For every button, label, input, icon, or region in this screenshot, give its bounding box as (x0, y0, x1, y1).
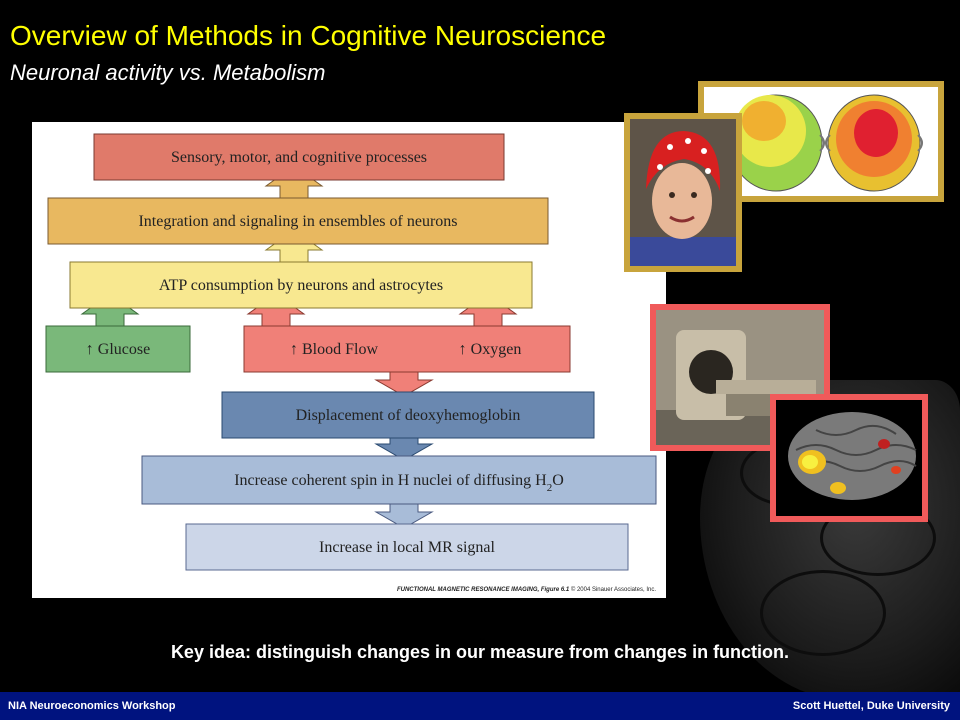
eeg-head-left (727, 94, 825, 192)
eeg-person-svg (630, 119, 736, 266)
brain-activation-image (770, 394, 928, 522)
mri-scanner-photo (650, 304, 830, 451)
box-sensory: Sensory, motor, and cognitive processes (93, 133, 505, 181)
box-glucose: ↑ Glucose (45, 325, 191, 373)
footer-left-text: NIA Neuroeconomics Workshop (8, 700, 176, 712)
flowchart-svg: Sensory, motor, and cognitive processes … (45, 133, 657, 571)
flowchart-figure: Sensory, motor, and cognitive processes … (32, 122, 666, 598)
slide-title: Overview of Methods in Cognitive Neurosc… (10, 20, 607, 51)
figure-caption: FUNCTIONAL MAGNETIC RESONANCE IMAGING, F… (397, 587, 656, 593)
footer-right-text: Scott Huettel, Duke University (792, 700, 950, 712)
brain-activation-svg (776, 400, 922, 516)
box-blood-flow-label: ↑ Blood Flow (290, 341, 378, 358)
box-deoxy: Displacement of deoxyhemoglobin (221, 391, 595, 439)
eeg-heads-svg (727, 94, 923, 192)
footer-bar: NIA Neuroeconomics Workshop Scott Huette… (0, 692, 960, 720)
box-glucose-label: ↑ Glucose (86, 341, 150, 358)
caption-book: FUNCTIONAL MAGNETIC RESONANCE IMAGING, F… (396, 587, 570, 593)
box-blood-oxygen: ↑ Blood Flow ↑ Oxygen (243, 325, 571, 373)
box-integration: Integration and signaling in ensembles o… (47, 197, 549, 245)
caption-copyright: © 2004 Sinauer Associates, Inc. (570, 587, 656, 593)
box-oxygen-label: ↑ Oxygen (459, 341, 522, 358)
box-sensory-label: Sensory, motor, and cognitive processes (171, 149, 427, 166)
eeg-head-right (825, 94, 923, 192)
box-spin-label: Increase coherent spin in H nuclei of di… (234, 472, 564, 494)
box-integration-label: Integration and signaling in ensembles o… (138, 213, 457, 230)
box-spin: Increase coherent spin in H nuclei of di… (141, 455, 657, 505)
box-atp-label: ATP consumption by neurons and astrocyte… (159, 277, 443, 294)
slide-subtitle: Neuronal activity vs. Metabolism (10, 60, 326, 85)
box-mr-label: Increase in local MR signal (319, 539, 496, 556)
arrow-spin-to-mr (374, 503, 434, 529)
box-deoxy-label: Displacement of deoxyhemoglobin (296, 407, 521, 424)
box-mr: Increase in local MR signal (185, 523, 629, 571)
eeg-cap-photo (624, 113, 742, 272)
box-atp: ATP consumption by neurons and astrocyte… (69, 261, 533, 309)
key-idea-text: Key idea: distinguish changes in our mea… (170, 642, 790, 662)
